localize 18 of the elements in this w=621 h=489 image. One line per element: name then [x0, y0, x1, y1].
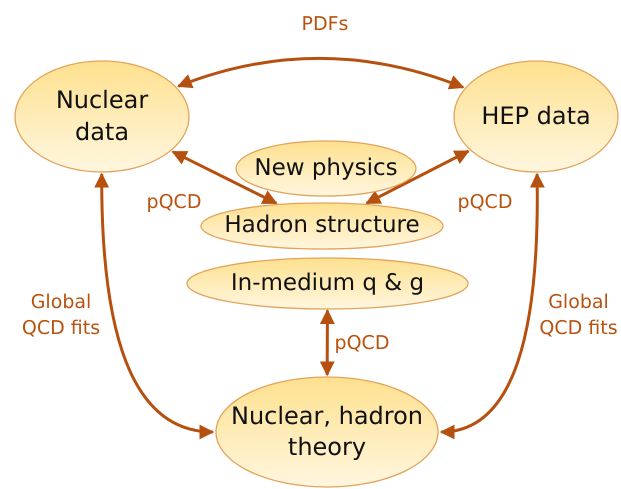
arrow: [176, 56, 464, 90]
node-label: Nuclear data: [54, 85, 150, 148]
ellipse-node: [186, 257, 469, 310]
node-label: Nuclear, hadron theory: [230, 400, 424, 463]
node-label: In-medium q & g: [230, 268, 424, 298]
ellipse-node: [215, 376, 439, 488]
arrow: [94, 172, 214, 438]
ellipse-node: [14, 60, 190, 173]
ellipse-node: [235, 140, 417, 197]
ellipse-node: [453, 60, 619, 173]
node-label: HEP data: [481, 100, 591, 132]
ellipse-node: [200, 202, 444, 250]
arrow: [320, 309, 335, 376]
node-label: Hadron structure: [224, 211, 420, 240]
arrow: [365, 150, 470, 204]
arrow: [172, 150, 278, 205]
node-label: New physics: [254, 154, 398, 183]
arrow: [440, 172, 545, 438]
